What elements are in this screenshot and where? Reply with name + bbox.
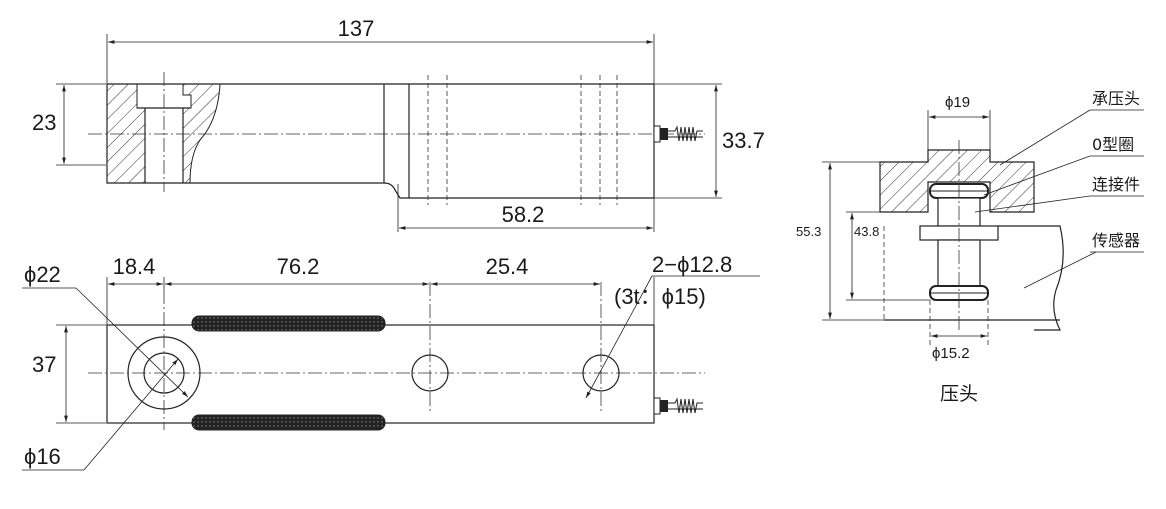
dim-18-4: 18.4 — [113, 254, 156, 279]
dim-length-137: 137 — [338, 16, 375, 41]
pressure-head — [879, 149, 1035, 213]
dim-phi22: ϕ22 — [24, 262, 61, 287]
leader-phi12-8 — [585, 275, 653, 399]
dim-phi19: ϕ19 — [945, 94, 970, 111]
dim-25-4: 25.4 — [486, 254, 529, 279]
detail-caption: 压头 — [940, 383, 978, 405]
label-connector: 连接件 — [1092, 175, 1140, 194]
dim-phi16: ϕ16 — [24, 444, 61, 469]
strain-slot-top — [191, 315, 386, 332]
dim-55-3: 55.3 — [796, 224, 821, 239]
plan-outline — [106, 324, 655, 424]
dim-58-2: 58.2 — [502, 202, 545, 227]
leader-connector — [974, 195, 1091, 213]
pressure-head-detail: ϕ19 55.3 43.8 ϕ15.2 — [796, 89, 1144, 405]
section-hatch-right — [182, 83, 221, 184]
dim-phi15-note: (3t：ϕ15) — [614, 284, 706, 309]
side-view: 137 23 — [32, 16, 765, 232]
leader-sensor — [1023, 251, 1097, 289]
dim-37: 37 — [32, 352, 56, 377]
strain-slot-bottom — [191, 414, 386, 431]
sensor-break-line — [998, 225, 1064, 331]
dim-phi12-8: 2−ϕ12.8 — [652, 252, 732, 277]
top-view: 18.4 76.2 25.4 37 ϕ22 ϕ16 2−ϕ12.8 (3t：ϕ1… — [22, 252, 760, 471]
leader-phi22 — [75, 287, 189, 398]
cable-gland — [653, 125, 703, 143]
dim-76-2: 76.2 — [277, 254, 320, 279]
dim-height-23: 23 — [32, 110, 56, 135]
label-o-ring: 0型圈 — [1092, 135, 1134, 154]
dim-43-8: 43.8 — [854, 224, 879, 239]
cable-gland-plan — [653, 397, 703, 415]
leader-phi16 — [83, 358, 179, 471]
dim-33-7: 33.7 — [722, 128, 765, 153]
dim-phi15-2: ϕ15.2 — [932, 345, 970, 362]
label-sensor: 传感器 — [1092, 231, 1140, 250]
section-hatch-left — [106, 83, 146, 184]
leader-head — [999, 109, 1091, 166]
label-pressure-head: 承压头 — [1092, 89, 1140, 108]
leader-oring — [983, 155, 1091, 196]
